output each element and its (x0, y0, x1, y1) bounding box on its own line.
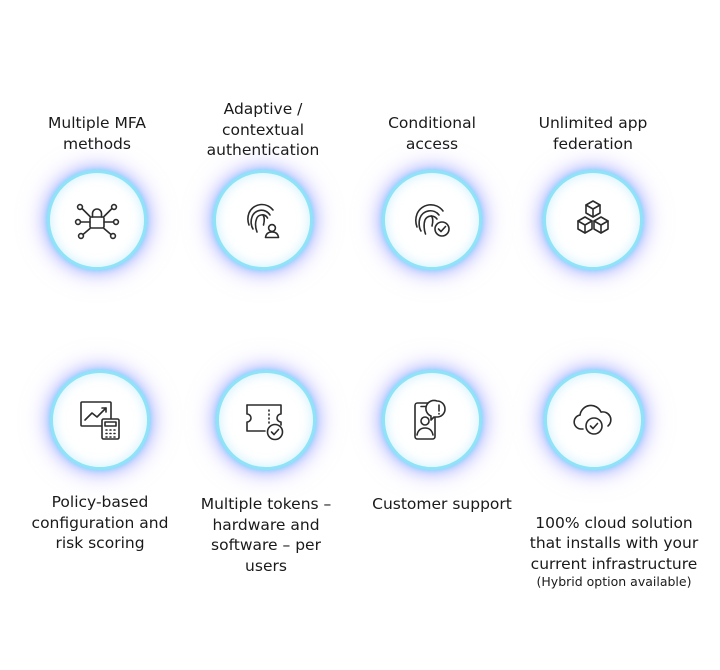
lock-network-icon (74, 203, 120, 240)
feature-label: Policy-based configuration and risk scor… (31, 493, 169, 552)
fingerprint-check-icon (415, 204, 450, 237)
phone-agent-icon (414, 399, 446, 440)
fingerprint-user-icon (247, 203, 280, 239)
feature-icon-circle (543, 170, 643, 270)
feature-icon-circle (216, 370, 316, 470)
feature-sublabel: (Hybrid option available) (536, 574, 692, 589)
feature-label: Conditional access (388, 114, 476, 153)
token-check-icon (246, 404, 284, 441)
chart-calculator-icon (80, 401, 120, 440)
feature-icon-circle (50, 370, 150, 470)
feature-label: Multiple tokens – hardware and software … (200, 495, 332, 575)
feature-icon-circle (213, 170, 313, 270)
feature-label: Unlimited app federation (538, 114, 648, 153)
feature-icon-circle (382, 370, 482, 470)
feature-label: Multiple MFA methods (48, 114, 146, 153)
feature-icon-circle (382, 170, 482, 270)
cubes-icon (577, 200, 609, 234)
feature-icon-circle (544, 370, 644, 470)
feature-label: Adaptive / contextual authentication (206, 100, 320, 159)
feature-label: 100% cloud solution that installs with y… (504, 492, 720, 611)
feature-label-main: 100% cloud solution that installs with y… (529, 513, 699, 573)
cloud-check-icon (573, 404, 612, 435)
feature-icon-circle (47, 170, 147, 270)
feature-label: Customer support (372, 495, 512, 513)
